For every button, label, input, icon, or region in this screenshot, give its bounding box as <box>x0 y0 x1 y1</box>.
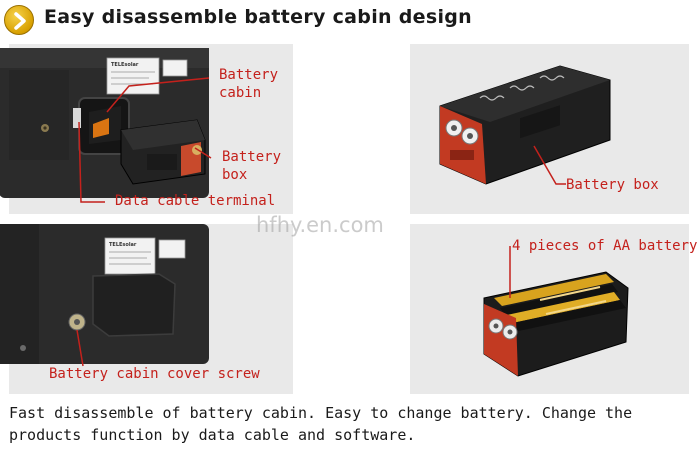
device-logo: TELEsolar <box>111 62 139 68</box>
aa-battery-illustration <box>483 246 629 377</box>
battery-box-illustration <box>439 65 611 185</box>
description-text: Fast disassemble of battery cabin. Easy … <box>9 402 691 446</box>
battery-box-photo: Battery box <box>410 44 689 214</box>
description-line-2: products function by data cable and soft… <box>9 426 416 444</box>
battery-cover-photo: TELEsolar Battery cabin cover screw <box>0 224 293 394</box>
battery-cabin-illustration: TELEsolar <box>0 48 212 203</box>
battery-box-label: Battery box <box>222 149 282 183</box>
aa-battery-photo: 4 pieces of AA battery <box>410 224 697 394</box>
header: Easy disassemble battery cabin design <box>0 0 695 40</box>
data-cable-terminal-label: Data cable terminal <box>115 193 276 209</box>
aa-battery-label: 4 pieces of AA battery <box>512 238 697 254</box>
page-title: Easy disassemble battery cabin design <box>44 6 472 28</box>
battery-box-callout: Battery box <box>566 177 659 193</box>
battery-cabin-photo: TELEsolar Battery cabin Battery box Data… <box>0 44 293 214</box>
cover-screw-label: Battery cabin cover screw <box>49 366 260 382</box>
device-logo: TELEsolar <box>109 242 137 248</box>
battery-cabin-label: Battery cabin <box>219 67 279 101</box>
battery-cover-illustration: TELEsolar <box>0 224 209 367</box>
chevron-right-icon <box>4 5 34 35</box>
description-line-1: Fast disassemble of battery cabin. Easy … <box>9 404 633 422</box>
watermark: hfhy.en.com <box>256 213 384 237</box>
